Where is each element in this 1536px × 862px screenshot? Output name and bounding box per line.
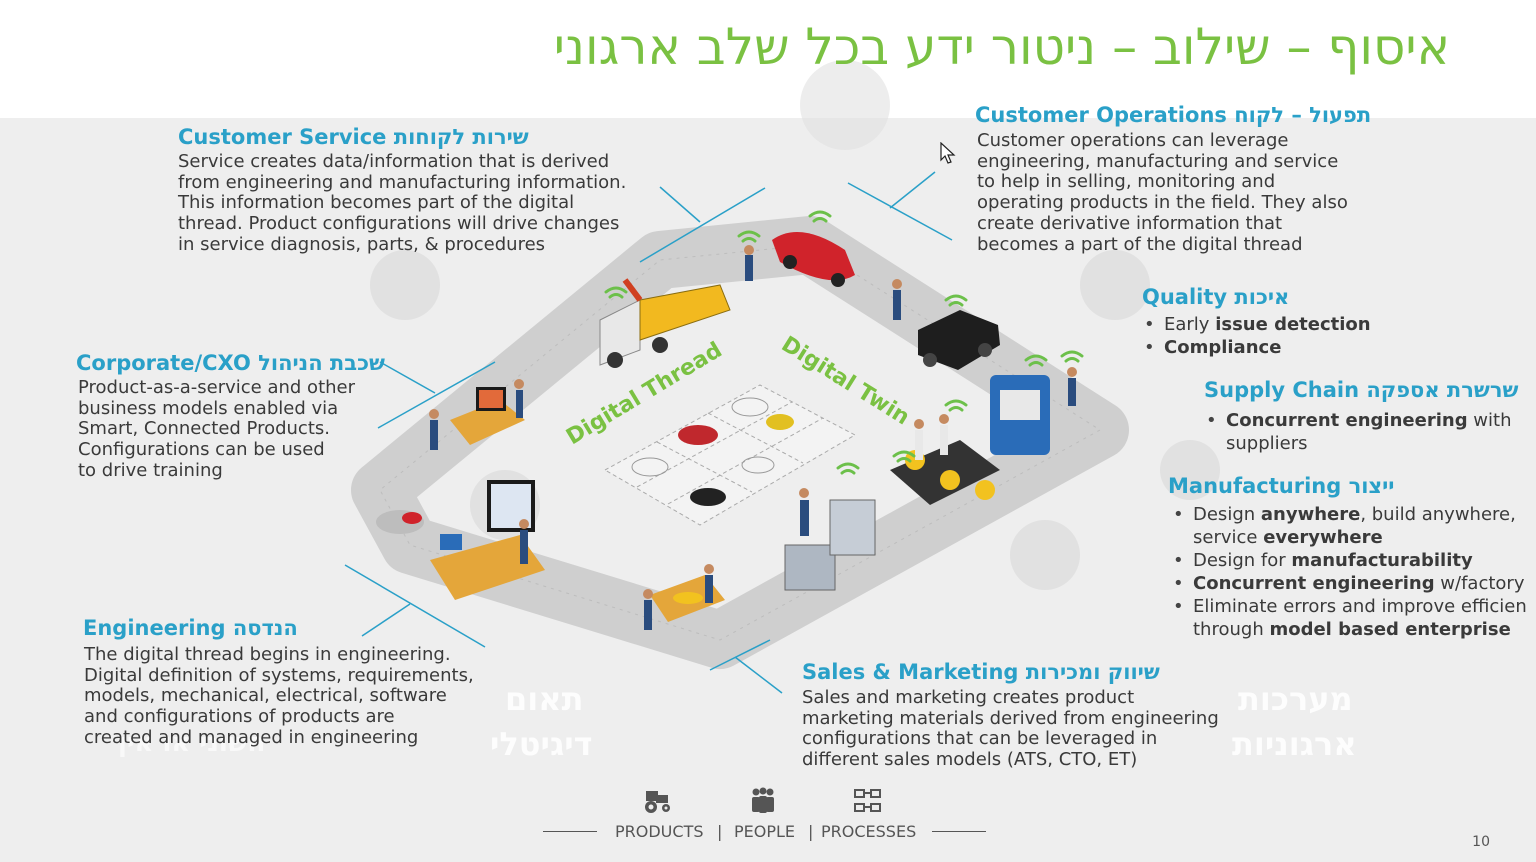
list-item: Early issue detection: [1142, 313, 1371, 336]
corporate-heading: Corporate/CXO שכבת הניהול: [76, 351, 385, 375]
corporate-desk-illustration: [450, 387, 525, 445]
digital-thread-road: [351, 216, 1129, 669]
engineering-heading: Engineering הנדסה: [83, 616, 298, 640]
quality-heading: Quality איכות: [1142, 285, 1290, 309]
sales-marketing-heading: Sales & Marketing שיווק ומכירות: [802, 660, 1160, 684]
list-item: Eliminate errors and improve efficienthr…: [1171, 595, 1527, 641]
black-suv-illustration: [918, 310, 1000, 370]
quality-bullets: Early issue detection Compliance: [1142, 313, 1371, 359]
red-car-illustration: [772, 232, 855, 287]
manufacturing-heading: Manufacturing ייצור: [1168, 474, 1395, 498]
footer-divider: [932, 831, 986, 832]
processes-icon: [854, 789, 881, 812]
tractor-icon: [645, 791, 670, 813]
customer-service-text: Service creates data/information that is…: [178, 151, 627, 255]
list-item: Design for manufacturability: [1171, 549, 1527, 572]
list-item: Concurrent engineering w/factory: [1171, 572, 1527, 595]
bg-word: דיגיטלי: [490, 725, 593, 763]
people-illustrations: [429, 245, 1077, 630]
cursor-icon: [940, 142, 956, 164]
printer-illustration: [784, 499, 876, 591]
list-item: Compliance: [1142, 336, 1371, 359]
corporate-text: Product-as-a-service and other business …: [78, 377, 356, 481]
footer-people: PEOPLE: [734, 822, 796, 841]
footer-nav: PRODUCTS | PEOPLE | PROCESSES: [540, 818, 990, 846]
footer-processes: PROCESSES: [821, 822, 917, 841]
footer-separator: |: [717, 822, 723, 841]
machine-illustration: [990, 375, 1050, 455]
slide-title: איסוף – שילוב – ניטור ידע בכל שלב ארגוני: [553, 18, 1450, 76]
customer-operations-text: Customer operations can leverage enginee…: [977, 130, 1348, 255]
supply-chain-heading: Supply Chain שרשרת אספקה: [1204, 378, 1519, 402]
digital-twin-grid: [603, 384, 857, 526]
bg-circle: [1080, 250, 1150, 320]
bg-circle: [1010, 520, 1080, 590]
customer-service-heading: Customer Service שירות לקוחות: [178, 125, 529, 149]
bg-circle: [370, 250, 440, 320]
bg-word: ארגוניות: [1232, 725, 1357, 763]
page-number: 10: [1472, 834, 1490, 850]
bg-word: תאום: [505, 680, 584, 718]
wifi-icon: [604, 210, 1084, 475]
manufacturing-bullets: Design anywhere, build anywhere,service …: [1171, 503, 1527, 641]
list-item: Design anywhere, build anywhere,service …: [1171, 503, 1527, 549]
footer-separator: |: [808, 822, 814, 841]
footer-divider: [543, 831, 597, 832]
bg-circle: [800, 60, 890, 150]
sales-marketing-text: Sales and marketing creates product mark…: [802, 687, 1219, 771]
engineering-text: The digital thread begins in engineering…: [84, 644, 474, 748]
tow-truck-illustration: [599, 278, 731, 368]
customer-operations-heading: Customer Operations תפעול – לקוח: [975, 103, 1372, 127]
bg-word: מערכות: [1238, 680, 1353, 718]
silver-car-illustration: [376, 510, 424, 534]
bg-word: חשוני או אין: [118, 728, 266, 758]
people-icon: [752, 787, 774, 813]
connector-lines: [344, 171, 953, 694]
footer-products: PRODUCTS: [615, 822, 704, 841]
